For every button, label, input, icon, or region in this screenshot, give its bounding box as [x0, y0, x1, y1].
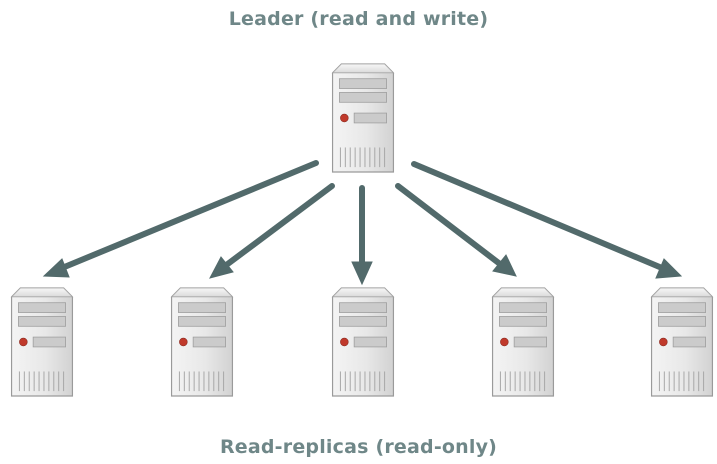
replica-server-icon: [331, 287, 395, 397]
arrow-to-replica-5: [411, 161, 683, 279]
leader-server-icon: [331, 63, 395, 173]
replica-server-icon: [10, 287, 74, 397]
replica-server-icon: [650, 287, 714, 397]
replicas-label: Read-replicas (read-only): [219, 436, 498, 458]
leader-label: Leader (read and write): [228, 8, 489, 30]
arrow-to-replica-4: [395, 183, 517, 277]
replication-arrows: [42, 160, 683, 286]
arrow-to-replica-3: [351, 185, 373, 286]
replica-server-icon: [170, 287, 234, 397]
arrow-to-replica-2: [209, 183, 335, 279]
arrow-to-replica-1: [42, 160, 319, 278]
replica-server-icon: [491, 287, 555, 397]
